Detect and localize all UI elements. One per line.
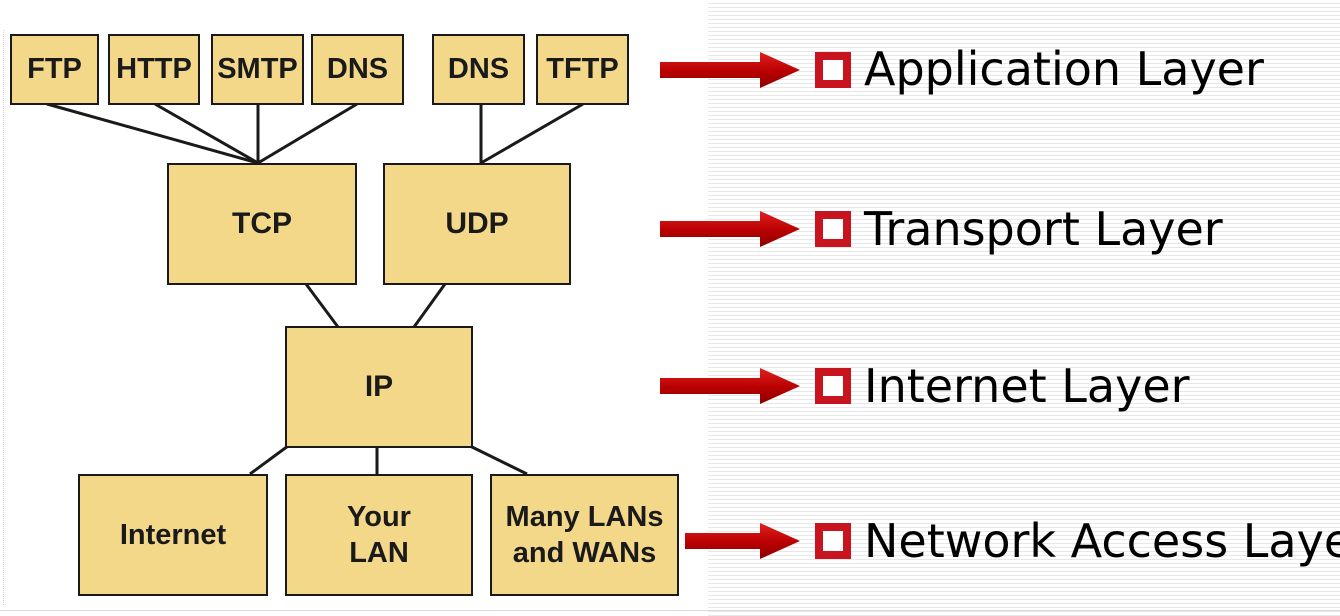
- protocol-box-dns-udp: DNS: [432, 34, 525, 105]
- network-box-many-lans-line1: Many LANs: [505, 500, 664, 533]
- network-box-many-lans: Many LANs and WANs: [490, 474, 679, 596]
- layer-label-network-access: Network Access Layer: [864, 514, 1340, 568]
- arrow-network-access: [685, 523, 800, 559]
- square-bullet-icon: [815, 52, 851, 88]
- left-dotted-border: [3, 30, 4, 605]
- protocol-box-ftp: FTP: [10, 34, 99, 105]
- protocol-box-tcp: TCP: [167, 163, 357, 285]
- connector-ip-internet: [249, 444, 289, 476]
- arrow-application: [660, 52, 800, 88]
- protocol-box-ip: IP: [285, 326, 473, 448]
- network-box-your-lan-line2: LAN: [349, 537, 409, 569]
- square-bullet-icon: [815, 523, 851, 559]
- square-bullet-icon: [815, 368, 851, 404]
- connector-ip-wans: [469, 444, 528, 476]
- protocol-box-udp: UDP: [383, 163, 571, 285]
- network-box-internet-line1: Internet: [119, 518, 227, 551]
- protocol-box-smtp: SMTP: [211, 34, 304, 105]
- protocol-box-tftp: TFTP: [536, 34, 629, 105]
- connector-ftp-tcp: [46, 102, 259, 165]
- protocol-box-dns-tcp: DNS: [311, 34, 404, 105]
- connector-tftp-udp: [480, 102, 584, 165]
- striped-background: [708, 0, 1340, 616]
- network-box-your-lan: Your LAN: [285, 474, 473, 596]
- connector-tcp-ip: [304, 283, 340, 328]
- arrow-transport: [660, 211, 800, 247]
- connector-udp-ip: [412, 283, 447, 328]
- network-box-your-lan-line1: Your: [347, 500, 411, 533]
- layer-label-application: Application Layer: [864, 42, 1264, 96]
- arrow-internet: [660, 368, 800, 404]
- bottom-divider: [0, 610, 1340, 611]
- network-box-internet: Internet: [78, 474, 268, 596]
- layer-label-transport: Transport Layer: [864, 202, 1223, 256]
- square-bullet-icon: [815, 211, 851, 247]
- network-box-many-lans-line2: and WANs: [512, 537, 657, 569]
- connector-http-tcp: [154, 102, 259, 165]
- connector-dns-tcp: [257, 102, 358, 165]
- layer-label-internet: Internet Layer: [864, 359, 1190, 413]
- protocol-box-http: HTTP: [108, 34, 200, 105]
